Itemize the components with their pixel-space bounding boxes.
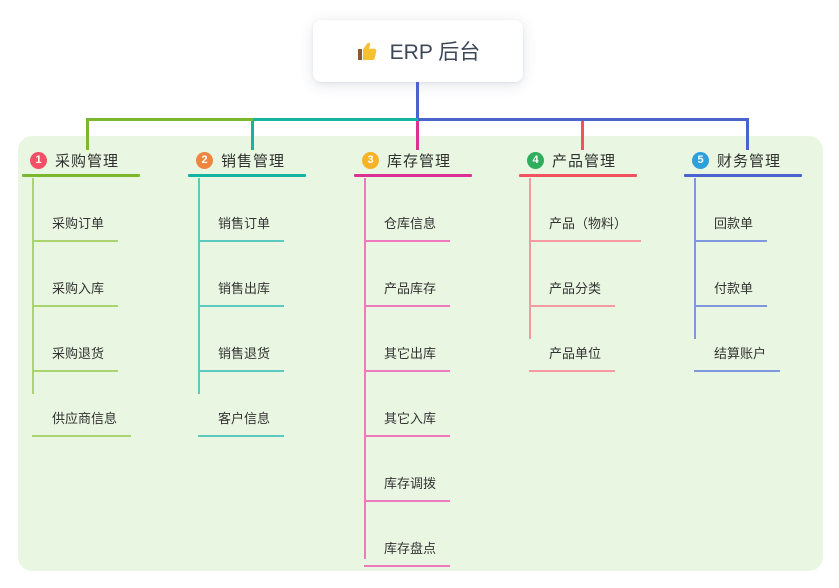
branch-number-badge: 1 [30, 151, 47, 169]
connector-line [251, 121, 254, 150]
child-node[interactable]: 产品单位 [529, 307, 616, 372]
branch-node[interactable]: 1 采购管理 [22, 148, 182, 172]
branch-underline [354, 174, 472, 177]
child-node[interactable]: 产品分类 [529, 242, 616, 307]
connector-line [746, 121, 749, 150]
child-node-label: 结算账户 [714, 346, 767, 361]
child-node[interactable]: 产品库存 [364, 242, 451, 307]
branch-3: 3 库存管理仓库信息产品库存其它出库其它入库库存调拨库存盘点出库库明细 [354, 148, 514, 588]
child-node-label: 产品库存 [384, 281, 437, 296]
child-node[interactable]: 销售退货 [198, 307, 285, 372]
branch-node[interactable]: 3 库存管理 [354, 148, 514, 172]
child-node-label: 其它出库 [384, 346, 437, 361]
child-node-label: 销售出库 [218, 281, 271, 296]
child-node[interactable]: 产品（物料） [529, 177, 642, 242]
branch-underline [22, 174, 140, 177]
branch-node[interactable]: 2 销售管理 [188, 148, 348, 172]
child-node-label: 库存调拨 [384, 476, 437, 491]
child-node-label: 供应商信息 [52, 411, 118, 426]
branch-children: 回款单付款单结算账户 [694, 177, 839, 372]
branch-node-label: 采购管理 [55, 152, 120, 170]
child-node[interactable]: 库存盘点 [364, 502, 451, 567]
branch-underline [684, 174, 802, 177]
branch-1: 1 采购管理采购订单采购入库采购退货供应商信息 [22, 148, 182, 437]
connector-line [581, 121, 584, 150]
connector-line [416, 82, 419, 121]
child-node-label: 其它入库 [384, 411, 437, 426]
branch-children: 销售订单销售出库销售退货客户信息 [198, 177, 348, 437]
connector-line [86, 118, 253, 121]
child-node-label: 采购退货 [52, 346, 105, 361]
child-node-label: 付款单 [714, 281, 754, 296]
branch-number-badge: 4 [527, 151, 544, 169]
branches-panel [18, 136, 823, 571]
child-node-label: 产品分类 [549, 281, 602, 296]
connector-line [416, 121, 419, 150]
child-node-label: 回款单 [714, 216, 754, 231]
branch-number-badge: 2 [196, 151, 213, 169]
child-node-label: 仓库信息 [384, 216, 437, 231]
branch-child-spine [364, 178, 366, 559]
child-node[interactable]: 采购订单 [32, 177, 119, 242]
root-node[interactable]: ERP 后台 [313, 20, 523, 82]
branch-node-label: 财务管理 [717, 152, 782, 170]
child-node[interactable]: 仓库信息 [364, 177, 451, 242]
root-node-label: ERP 后台 [389, 41, 481, 64]
child-node-label: 采购订单 [52, 216, 105, 231]
child-node[interactable]: 供应商信息 [32, 372, 132, 437]
branch-children: 产品（物料） 产品分类产品单位 [529, 177, 679, 372]
child-node-label: 库存盘点 [384, 541, 437, 556]
child-node[interactable]: 采购退货 [32, 307, 119, 372]
branch-node-label: 产品管理 [552, 152, 617, 170]
child-node[interactable]: 其它出库 [364, 307, 451, 372]
branch-underline [188, 174, 306, 177]
branch-5: 5 财务管理回款单付款单结算账户 [684, 148, 839, 372]
branch-child-spine [198, 178, 200, 394]
branch-children: 采购订单采购入库采购退货供应商信息 [32, 177, 182, 437]
branch-number-badge: 5 [692, 151, 709, 169]
child-node[interactable]: 结算账户 [694, 307, 781, 372]
child-node[interactable]: 销售出库 [198, 242, 285, 307]
child-node-label: 销售订单 [218, 216, 271, 231]
connector-line [86, 121, 89, 150]
branch-2: 2 销售管理销售订单销售出库销售退货客户信息 [188, 148, 348, 437]
branch-node[interactable]: 5 财务管理 [684, 148, 839, 172]
child-node-label: 销售退货 [218, 346, 271, 361]
child-node[interactable]: 出库库明细 [364, 567, 463, 588]
connector-line [253, 118, 418, 121]
child-node[interactable]: 回款单 [694, 177, 768, 242]
thumbs-up-icon [356, 39, 380, 63]
child-node[interactable]: 其它入库 [364, 372, 451, 437]
branch-4: 4 产品管理产品（物料） 产品分类产品单位 [519, 148, 679, 372]
child-node-label: 客户信息 [218, 411, 271, 426]
child-node-label: 采购入库 [52, 281, 105, 296]
branch-node-label: 库存管理 [387, 152, 452, 170]
child-node[interactable]: 客户信息 [198, 372, 285, 437]
branch-number-badge: 3 [362, 151, 379, 169]
connector-line [418, 118, 749, 121]
child-node-label: 产品（物料） [549, 216, 628, 231]
branch-child-spine [694, 178, 696, 339]
child-node[interactable]: 库存调拨 [364, 437, 451, 502]
branch-underline [519, 174, 637, 177]
branch-node[interactable]: 4 产品管理 [519, 148, 679, 172]
branch-child-spine [32, 178, 34, 394]
child-node[interactable]: 销售订单 [198, 177, 285, 242]
branch-child-spine [529, 178, 531, 339]
branch-node-label: 销售管理 [221, 152, 286, 170]
child-node[interactable]: 采购入库 [32, 242, 119, 307]
branch-children: 仓库信息产品库存其它出库其它入库库存调拨库存盘点出库库明细 [364, 177, 514, 588]
child-node[interactable]: 付款单 [694, 242, 768, 307]
child-node-label: 产品单位 [549, 346, 602, 361]
